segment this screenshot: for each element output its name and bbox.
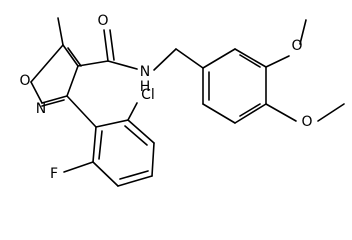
chlorine-label: Cl [141, 87, 155, 103]
bond-halo-c2-c3-double [124, 125, 148, 146]
ring-nitrogen-label: N [36, 101, 46, 117]
bond-c5-c4 [62, 44, 79, 67]
bond-methoxy-top-methyl [299, 19, 307, 45]
bond-halo-c1-c2 [95, 119, 129, 128]
bond-aryl-to-methoxy-bottom [265, 103, 297, 122]
bond-c3-n [41, 95, 68, 104]
amide-nitrogen-label: N [140, 64, 150, 80]
bond-aryl-c2-c3 [234, 48, 267, 68]
chemical-structure-canvas: O N H O N Cl F O O [19, 13, 345, 187]
bond-aryl-to-methoxy-top [265, 55, 290, 68]
bond-aryl-c4-c5 [234, 103, 267, 124]
bond-c5-methyl [57, 17, 64, 46]
bond-halo-c5-c6 [92, 161, 119, 187]
bond-methoxy-bottom-methyl [317, 103, 345, 122]
bond-aryl-fluorine [63, 161, 94, 173]
bond-halo-c6-c1 [92, 126, 97, 163]
bond-aryl-c1-c2 [202, 48, 236, 69]
bond-c5-c4-double [67, 47, 82, 67]
bond-n-o [30, 81, 43, 104]
bond-ch2-aryl [175, 48, 204, 69]
bonds [30, 17, 345, 187]
bond-c3-n-double [41, 99, 65, 107]
methoxy-top-oxygen-label: O [291, 38, 302, 54]
atom-labels: O N H O N Cl F O O [19, 13, 312, 182]
bond-carbonyl-oxygen [103, 29, 109, 62]
amide-hydrogen-label: H [140, 79, 151, 95]
bond-halo-c4-c5-double [119, 170, 149, 180]
bond-c4-carbonyl [77, 60, 109, 67]
bond-o-c5 [30, 44, 64, 83]
bond-isoxazole-to-aryl [66, 95, 97, 128]
bond-aryl-chlorine [127, 102, 138, 121]
bond-halo-c4-c5 [117, 175, 153, 187]
bond-carbonyl-nitrogen [107, 60, 138, 70]
bond-nitrogen-ch2 [153, 48, 177, 71]
bond-halo-c6-c1-double [98, 130, 103, 160]
bond-aryl-c4-c5-double [239, 103, 261, 117]
bond-carbonyl-oxygen-double [109, 29, 115, 61]
bond-halo-c2-c3 [127, 119, 155, 144]
bond-aryl-c5-c6 [202, 103, 236, 124]
molecule-diagram: O N H O N Cl F O O [19, 13, 345, 187]
methoxy-bottom-oxygen-label: O [301, 114, 312, 130]
bond-c4-c3 [66, 65, 79, 97]
bond-aryl-c2-c3-double [239, 54, 261, 68]
fluorine-label: F [50, 166, 58, 182]
carbonyl-oxygen-label: O [97, 13, 108, 29]
ring-oxygen-label: O [19, 73, 30, 89]
bond-halo-c3-c4 [151, 142, 155, 177]
